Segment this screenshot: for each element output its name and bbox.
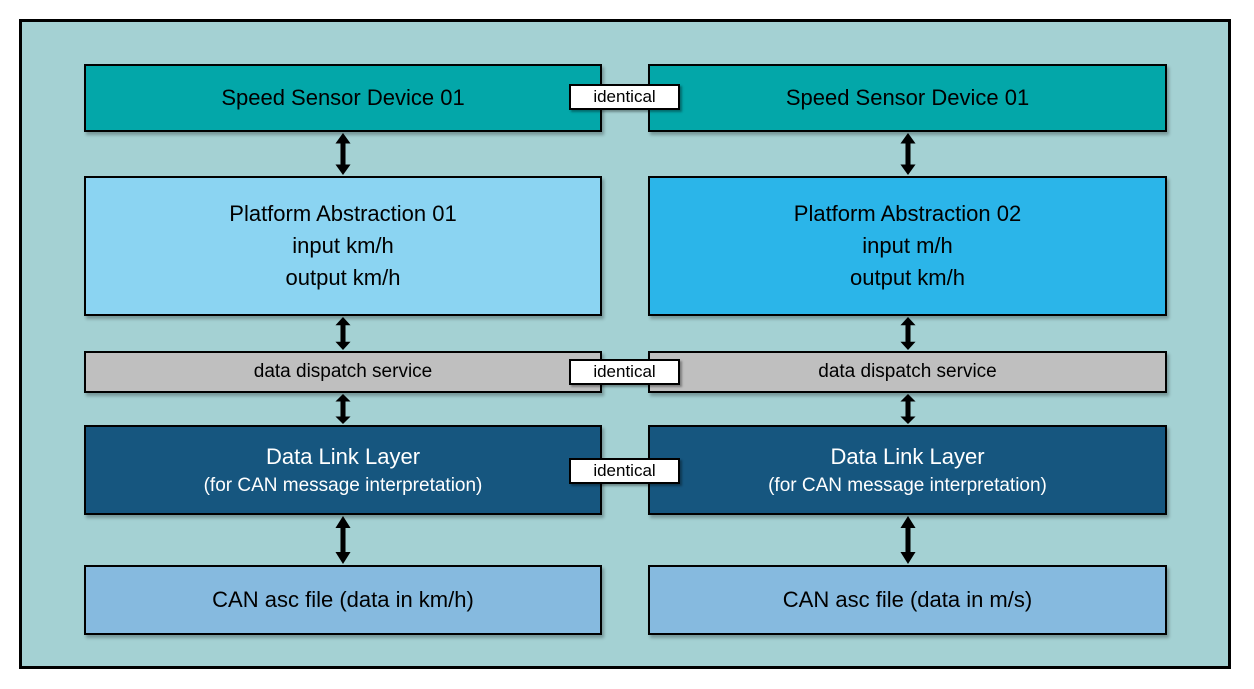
box-data-link-layer-right: Data Link Layer (for CAN message interpr…	[648, 425, 1167, 515]
data-link-layer-right-title: Data Link Layer	[830, 443, 985, 469]
double-arrow-icon	[900, 133, 916, 175]
box-data-dispatch-right: data dispatch service	[648, 351, 1167, 393]
platform-02-title: Platform Abstraction 02	[793, 201, 1022, 227]
box-speed-sensor-left: Speed Sensor Device 01	[84, 64, 602, 132]
platform-01-title: Platform Abstraction 01	[229, 201, 457, 227]
box-speed-sensor-right: Speed Sensor Device 01	[648, 64, 1167, 132]
double-arrow-icon	[335, 516, 351, 564]
box-data-dispatch-left: data dispatch service	[84, 351, 602, 393]
box-can-asc-file-left: CAN asc file (data in km/h)	[84, 565, 602, 635]
data-dispatch-right-label: data dispatch service	[818, 361, 997, 383]
can-asc-file-left-label: CAN asc file (data in km/h)	[212, 587, 474, 613]
box-can-asc-file-right: CAN asc file (data in m/s)	[648, 565, 1167, 635]
identical-badge-top: identical	[569, 84, 680, 110]
double-arrow-icon	[900, 516, 916, 564]
identical-badge-bottom: identical	[569, 458, 680, 484]
box-platform-abstraction-02: Platform Abstraction 02 input m/h output…	[648, 176, 1167, 316]
identical-badge-middle: identical	[569, 359, 680, 385]
platform-01-input: input km/h	[292, 233, 394, 259]
double-arrow-icon	[335, 133, 351, 175]
double-arrow-icon	[335, 394, 351, 424]
box-speed-sensor-right-label: Speed Sensor Device 01	[785, 85, 1030, 111]
data-dispatch-left-label: data dispatch service	[253, 361, 433, 383]
platform-02-input: input m/h	[862, 233, 953, 259]
platform-02-output: output km/h	[850, 264, 965, 290]
data-link-layer-left-title: Data Link Layer	[265, 443, 421, 469]
box-platform-abstraction-01: Platform Abstraction 01 input km/h outpu…	[84, 176, 602, 316]
data-link-layer-left-subtitle: (for CAN message interpretation)	[203, 474, 483, 496]
can-asc-file-right-label: CAN asc file (data in m/s)	[782, 587, 1033, 613]
platform-01-output: output km/h	[285, 264, 401, 290]
double-arrow-icon	[335, 317, 351, 350]
double-arrow-icon	[900, 317, 916, 350]
data-link-layer-right-subtitle: (for CAN message interpretation)	[768, 474, 1047, 496]
box-data-link-layer-left: Data Link Layer (for CAN message interpr…	[84, 425, 602, 515]
double-arrow-icon	[900, 394, 916, 424]
box-speed-sensor-left-label: Speed Sensor Device 01	[221, 85, 465, 111]
